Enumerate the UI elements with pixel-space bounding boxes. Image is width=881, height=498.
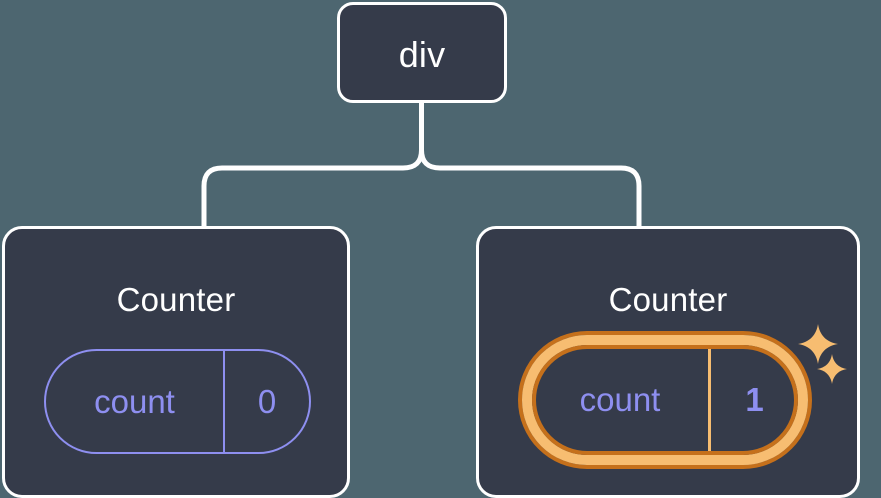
state-key-left: count <box>94 382 175 420</box>
state-value-right: 1 <box>708 345 798 455</box>
connector-branch-right <box>419 147 642 229</box>
connector-branch-left <box>201 147 424 229</box>
node-counter-left[interactable]: Counter count 0 <box>2 226 350 498</box>
node-counter-left-label: Counter <box>116 281 236 318</box>
state-value-left: 0 <box>223 351 309 452</box>
node-div[interactable]: div <box>337 2 507 103</box>
sparkle-small-icon <box>817 354 847 384</box>
sparkle-large-icon <box>798 324 838 364</box>
state-key-right: count <box>579 381 661 418</box>
node-counter-right[interactable]: Counter count 1 <box>476 226 860 498</box>
state-pill-left[interactable]: count 0 <box>44 349 311 454</box>
node-counter-right-label: Counter <box>608 281 728 318</box>
state-pill-right[interactable]: count 1 <box>522 335 808 465</box>
node-div-label: div <box>398 34 446 75</box>
